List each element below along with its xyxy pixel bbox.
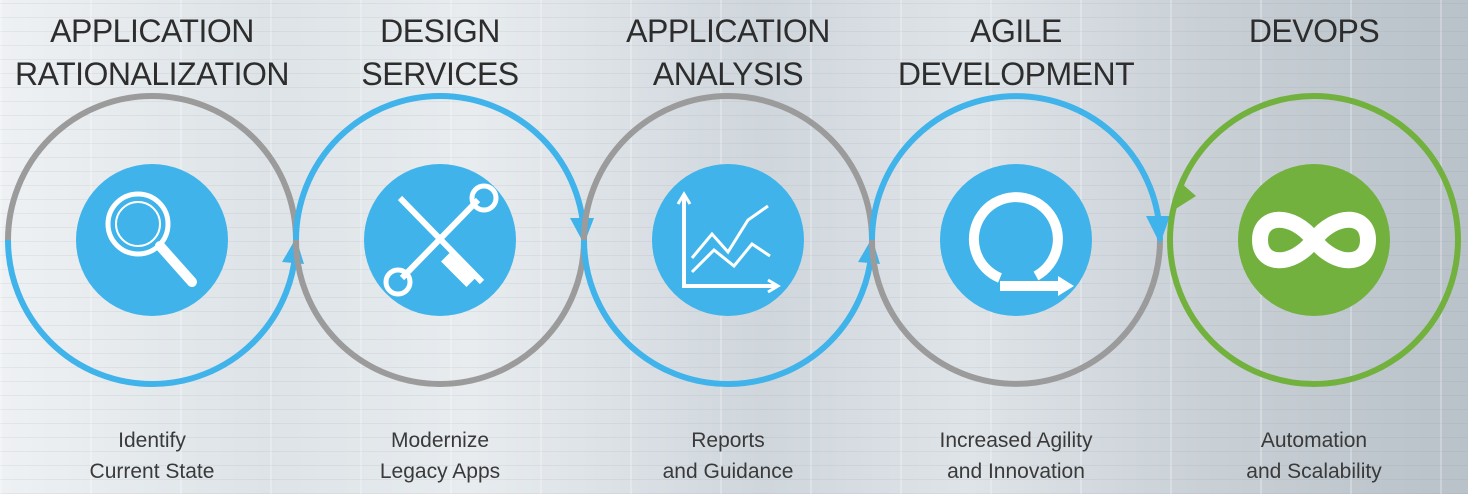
stage-2-caption: Modernize Legacy Apps (290, 425, 590, 487)
caption-line: Reports (691, 429, 765, 452)
stage-5-ring (1167, 93, 1461, 387)
infinity-icon (1238, 164, 1390, 316)
stage-4-title: AGILE DEVELOPMENT (856, 10, 1176, 96)
title-line: SERVICES (361, 56, 519, 92)
stage-1-caption: Identify Current State (2, 425, 302, 487)
stage-1-title: APPLICATION RATIONALIZATION (0, 10, 312, 96)
stage-2-title: DESIGN SERVICES (280, 10, 600, 96)
title-line: DESIGN (380, 13, 500, 49)
chart-icon (652, 164, 804, 316)
stage-5-title: DEVOPS (1154, 10, 1468, 53)
magnifier-icon (76, 164, 228, 316)
title-line: APPLICATION (626, 13, 830, 49)
caption-line: Increased Agility (939, 429, 1093, 452)
title-line: APPLICATION (50, 13, 254, 49)
stage-5-caption: Automation and Scalability (1164, 425, 1464, 487)
caption-line: Legacy Apps (379, 460, 501, 483)
stage-4-caption: Increased Agility and Innovation (866, 425, 1166, 487)
title-line: DEVELOPMENT (897, 56, 1135, 92)
stage-3-caption: Reports and Guidance (578, 425, 878, 487)
caption-line: and Scalability (1246, 460, 1382, 483)
title-line: DEVOPS (1248, 13, 1380, 49)
caption-line: and Guidance (662, 460, 794, 483)
caption-line: Current State (89, 460, 215, 483)
stage-4-ring (869, 93, 1170, 387)
caption-line: Modernize (390, 429, 490, 452)
caption-line: Automation (1260, 429, 1368, 452)
agile-cycle-icon (940, 164, 1092, 316)
caption-line: and Innovation (947, 460, 1085, 483)
caption-line: Identify (118, 429, 186, 452)
title-line: ANALYSIS (652, 56, 804, 92)
arrowhead-icon (1146, 216, 1170, 244)
arrowhead-icon (1174, 182, 1196, 210)
title-line: AGILE (970, 13, 1062, 49)
tools-icon (364, 164, 516, 316)
title-line: RATIONALIZATION (15, 56, 290, 92)
stage-3-title: APPLICATION ANALYSIS (568, 10, 888, 96)
